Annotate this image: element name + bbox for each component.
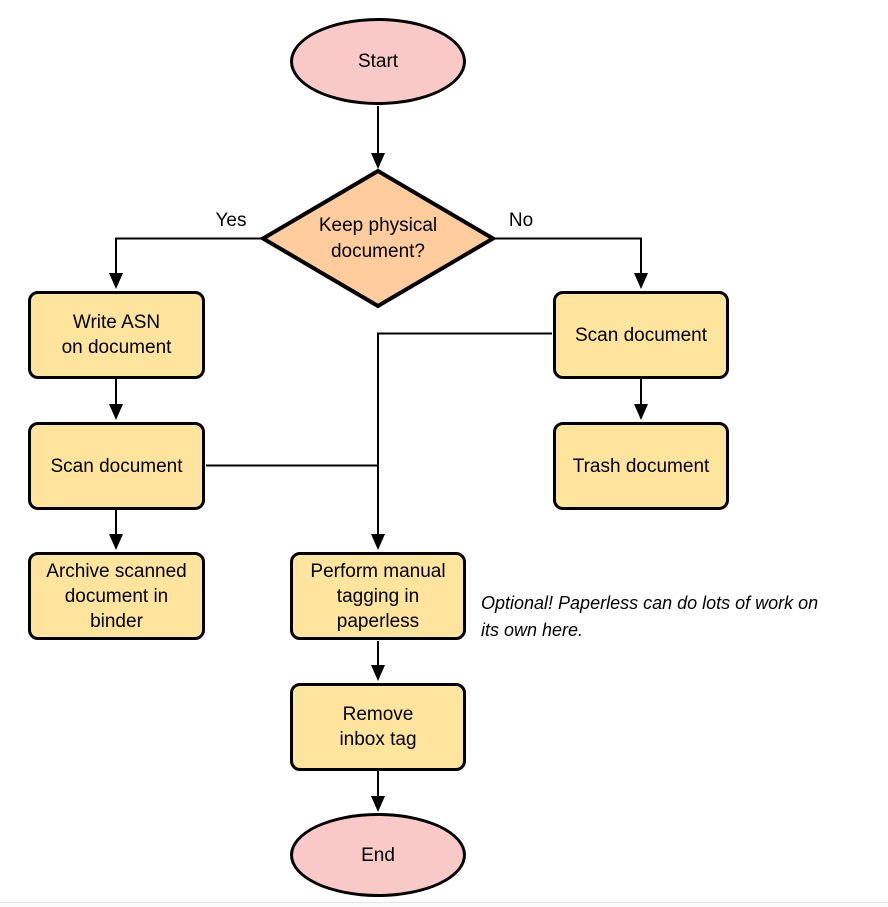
write-asn-node: Write ASN on document	[28, 291, 205, 379]
start-node: Start	[290, 18, 466, 105]
edge-decision-no	[493, 237, 648, 289]
archive-node: Archive scanned document in binder	[28, 552, 205, 640]
trash-document-node: Trash document	[553, 422, 729, 510]
edge-label-no: No	[508, 210, 534, 231]
page-bottom-strip	[0, 903, 888, 907]
decision-node-label: Keep physical document?	[318, 215, 438, 262]
decision-shape	[259, 168, 497, 309]
scan-document-right-node: Scan document	[553, 291, 729, 379]
perform-tagging-node: Perform manual tagging in paperless	[290, 552, 466, 640]
scan-document-left-node: Scan document	[28, 422, 205, 510]
edge-scanright-to-perform	[371, 332, 552, 550]
page-bottom-divider	[0, 902, 888, 903]
end-node: End	[290, 813, 466, 897]
end-label: End	[361, 844, 395, 866]
edge-decision-yes	[109, 237, 263, 289]
edge-label-yes: Yes	[215, 210, 247, 231]
remove-inbox-tag-node: Remove inbox tag	[290, 683, 466, 771]
optional-annotation: Optional! Paperless can do lots of work …	[481, 593, 819, 640]
start-label: Start	[357, 51, 399, 72]
